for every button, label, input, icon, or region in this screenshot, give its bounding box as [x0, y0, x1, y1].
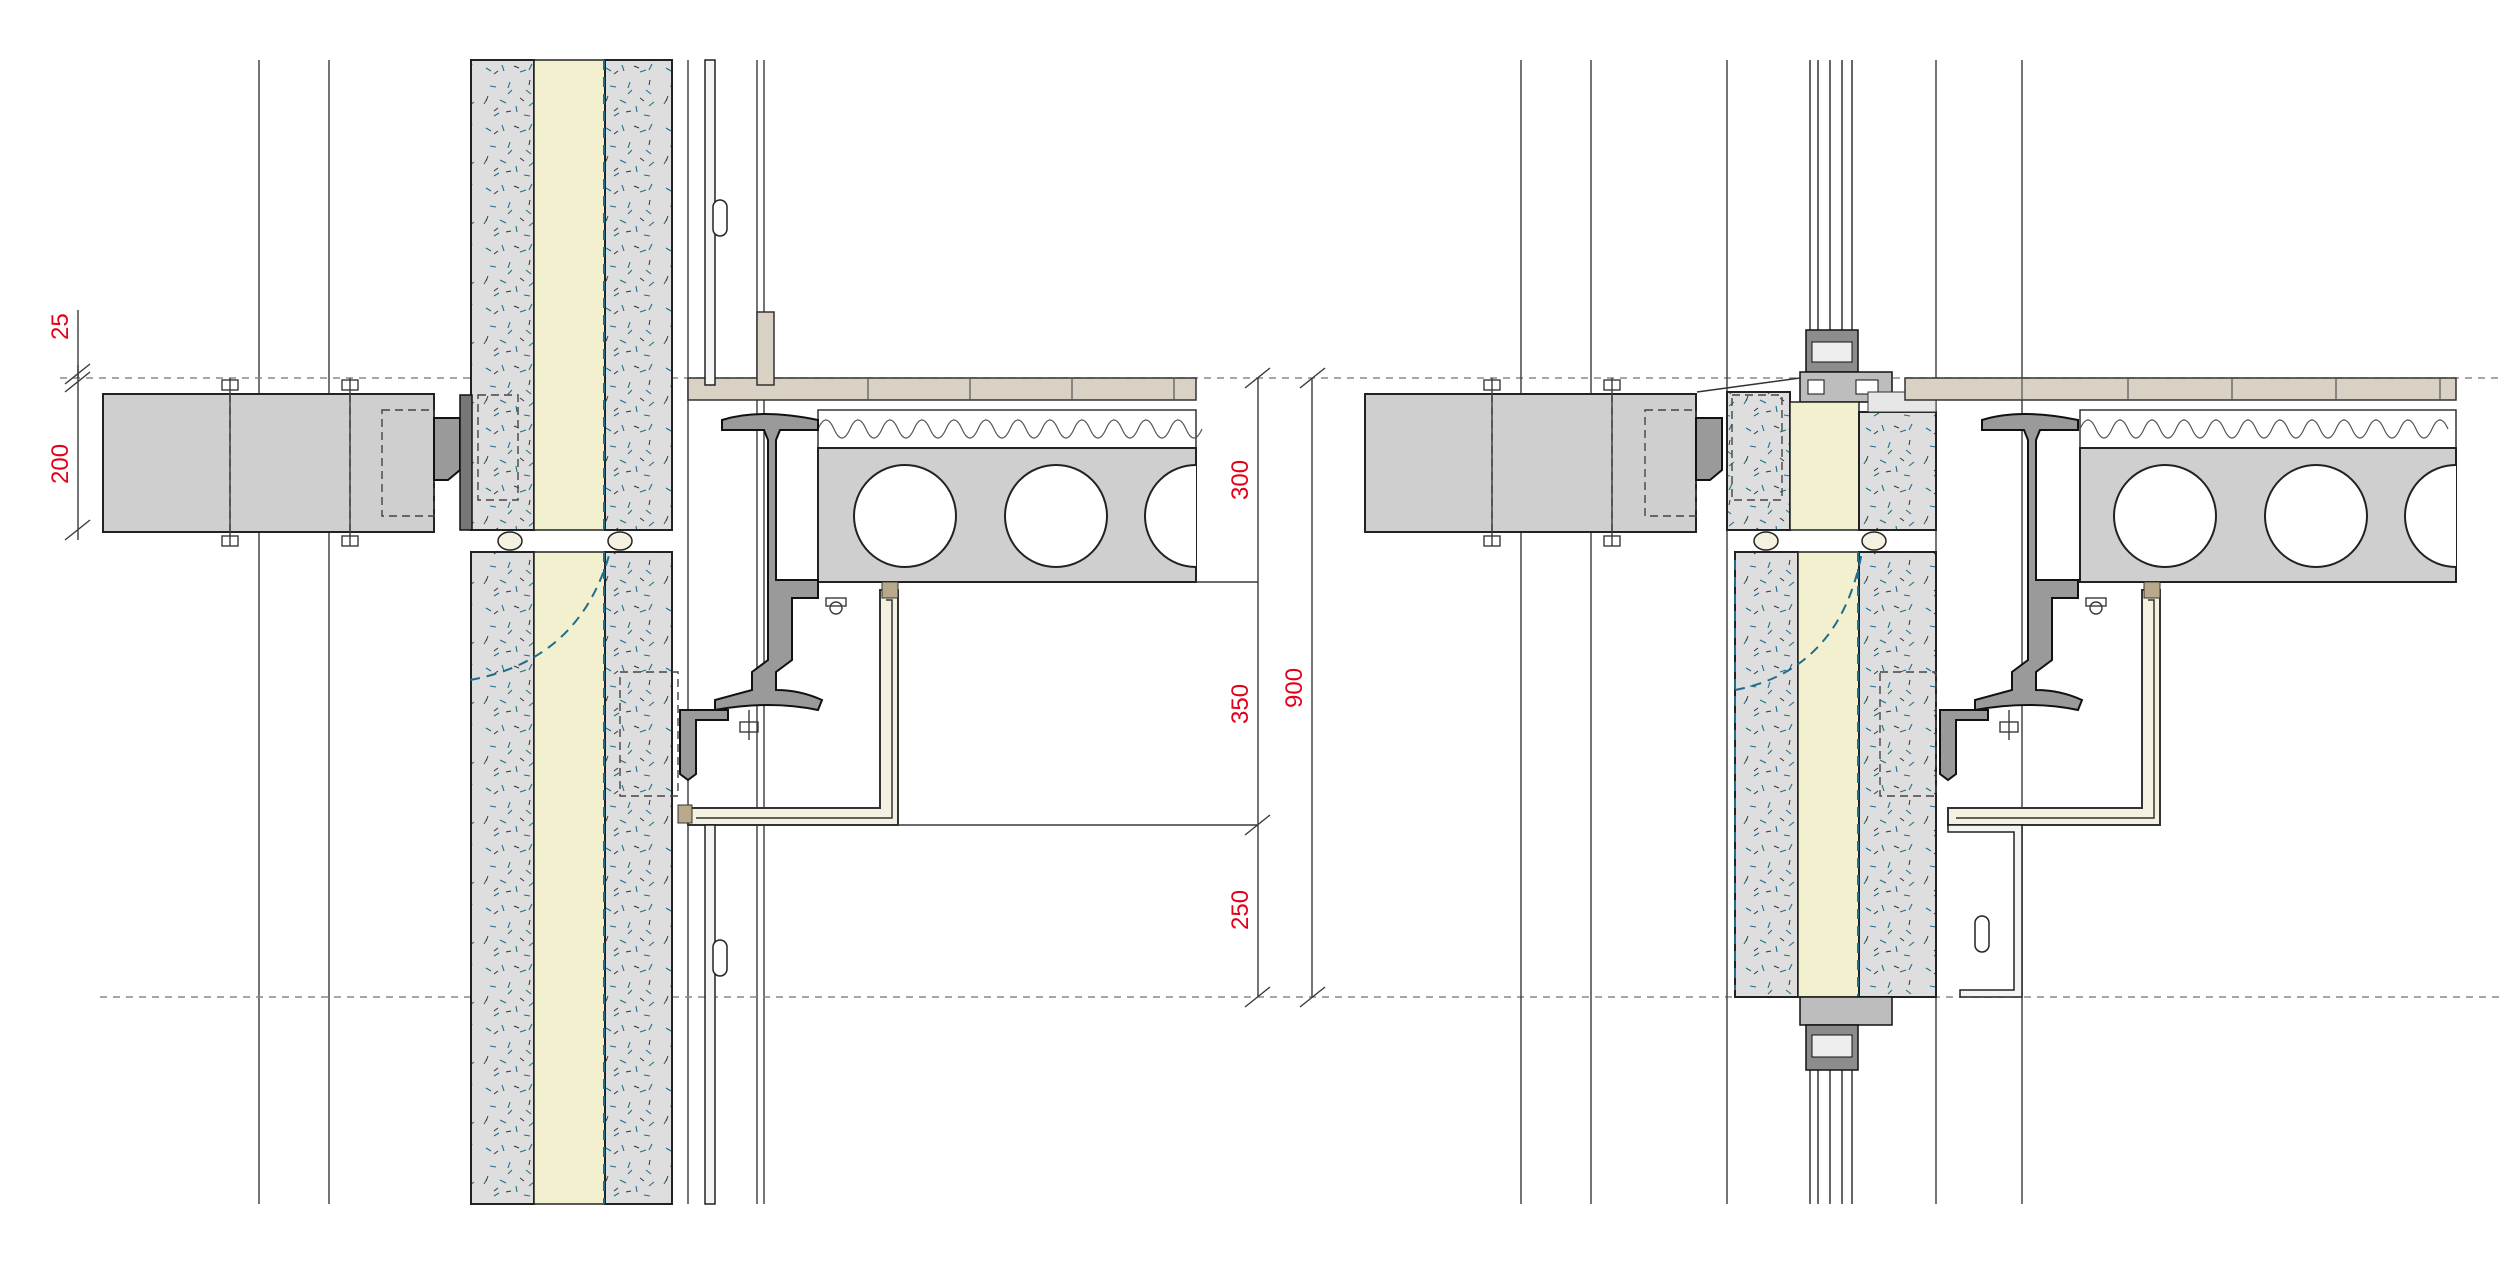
- upper-sandwich-panel-left: [470, 59, 673, 531]
- steel-beam-left: [679, 413, 847, 782]
- floor-slab-left: [687, 311, 1203, 583]
- dim-350-label: 350: [1227, 684, 1254, 724]
- curtain-wall-profile-lower: [1799, 996, 1893, 1071]
- lower-bracket-right: [1947, 824, 2023, 998]
- dim-25-label: 25: [47, 313, 74, 340]
- panel-joint-left: [497, 531, 633, 551]
- dimension-group-left: 25 200: [47, 310, 91, 541]
- dim-200-label: 200: [47, 444, 74, 484]
- curtain-wall-profile-upper: [1799, 329, 1893, 403]
- left-detail: [60, 59, 2500, 1205]
- curtain-wall-glass-upper: [1809, 60, 1853, 330]
- lower-panel-right: [1734, 551, 1937, 998]
- rail-left: [704, 59, 728, 1205]
- dim-900-label: 900: [1281, 668, 1308, 708]
- curtain-wall-glass-lower: [1809, 1070, 1853, 1204]
- upper-panel-right: [1696, 377, 1937, 531]
- balcony-slab-right: [1364, 378, 1783, 547]
- dim-300-label: 300: [1227, 460, 1254, 500]
- balcony-slab-left: [102, 378, 519, 547]
- lower-sandwich-panel-left: [469, 551, 673, 1205]
- dim-250-label: 250: [1227, 890, 1254, 930]
- floor-slab-right: [1904, 377, 2457, 583]
- dimension-group-center: 300 350 250 900: [898, 367, 1326, 1008]
- steel-beam-right: [1939, 413, 2107, 782]
- window-frame-left: [677, 581, 899, 826]
- right-detail: [1364, 60, 2457, 1204]
